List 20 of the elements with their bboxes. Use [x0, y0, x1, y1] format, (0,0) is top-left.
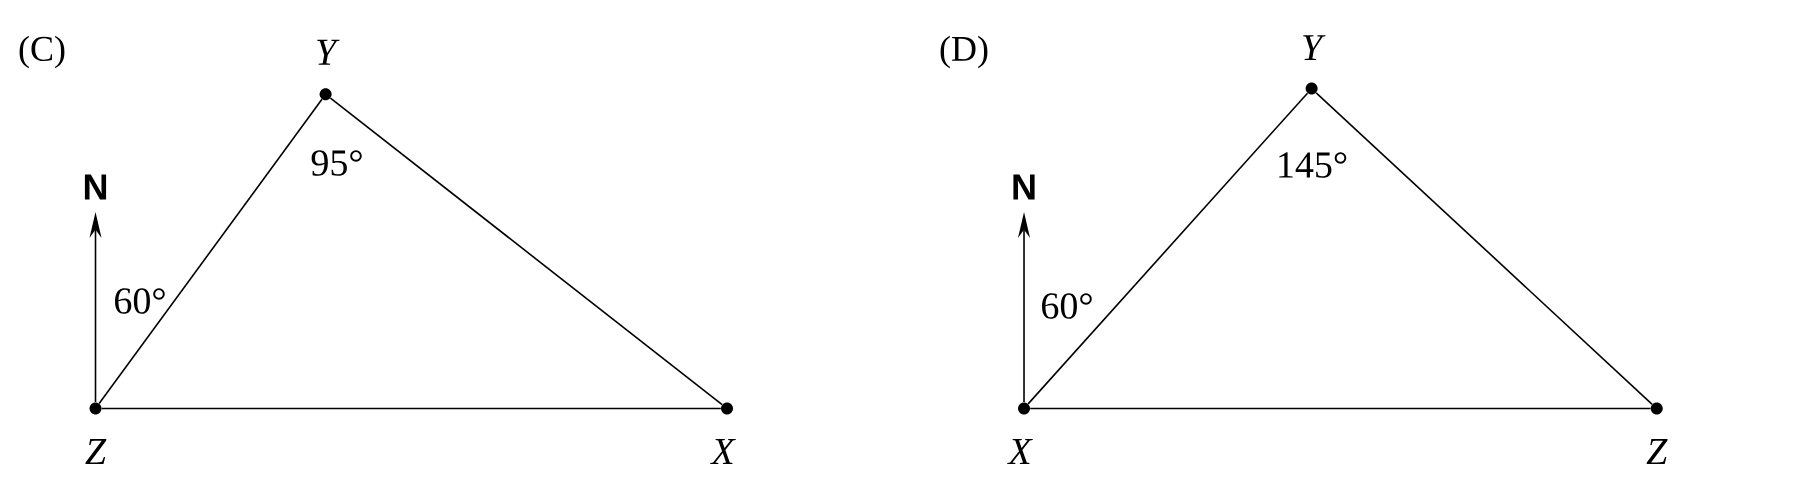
north-label: N — [1013, 174, 1035, 200]
point-label: Z — [85, 439, 107, 464]
point-label: X — [1007, 439, 1033, 464]
north-label: N — [84, 174, 107, 200]
line-segment — [98, 98, 323, 405]
line-segment — [1027, 92, 1309, 405]
line-segment — [1029, 407, 1652, 410]
line-segment — [100, 407, 722, 410]
point-label: Z — [1646, 439, 1668, 464]
point-label: Y — [1303, 35, 1326, 61]
line-segment — [1315, 92, 1653, 406]
angle-label: 60° — [115, 288, 165, 314]
panel-label: (C) — [19, 35, 65, 69]
point-label: X — [710, 439, 736, 464]
angle-label: 95° — [311, 150, 362, 176]
point-label: Y — [317, 39, 340, 65]
angle-label: 60° — [1042, 293, 1092, 319]
panel-label: (D) — [940, 35, 988, 69]
angle-label: 145° — [1279, 152, 1347, 178]
line-segment — [329, 97, 723, 406]
